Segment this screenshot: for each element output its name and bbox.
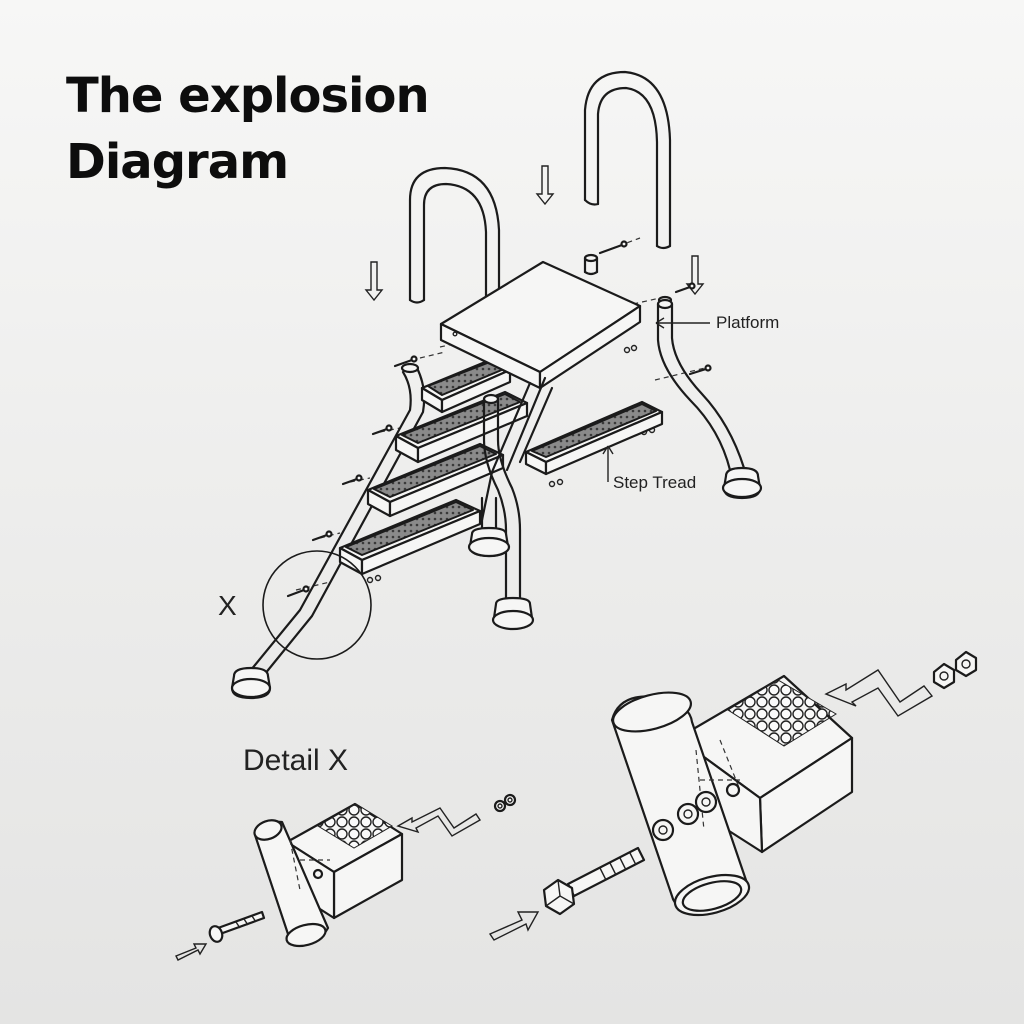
- platform-support-legs: [480, 376, 554, 522]
- platform-plate: [439, 260, 642, 390]
- tread-callout-leader: [602, 445, 614, 482]
- detail-marker-label: X: [218, 590, 237, 621]
- platform-post-back: [583, 253, 599, 276]
- assembly-arrow-left: [364, 261, 384, 302]
- detail-small-assembly: [175, 793, 517, 961]
- platform-callout-label: Platform: [716, 313, 780, 332]
- detail-x-circle: [262, 550, 372, 660]
- step-tread-3: [366, 442, 505, 518]
- left-handrail: [408, 166, 501, 337]
- right-leg-tube: [656, 298, 763, 500]
- assembly-arrow-center: [535, 165, 555, 206]
- platform-callout-leader: [655, 317, 710, 329]
- right-handrail: [583, 70, 672, 250]
- step-tread-4: [338, 498, 482, 576]
- step-tread-callout-label: Step Tread: [613, 473, 697, 492]
- detail-heading: Detail X: [243, 744, 349, 777]
- back-leg-foot: [467, 496, 511, 558]
- step-tread-loose: [524, 400, 664, 476]
- diagram-title-line-1: The explosion: [66, 68, 430, 124]
- left-stringer-tube: [244, 362, 426, 682]
- detail-large-assembly: [488, 650, 978, 941]
- step-tread-2: [394, 390, 529, 464]
- diagram-title-line-2: Diagram: [66, 134, 289, 190]
- left-leg-foot: [230, 666, 272, 700]
- front-leg-tube: [482, 393, 535, 631]
